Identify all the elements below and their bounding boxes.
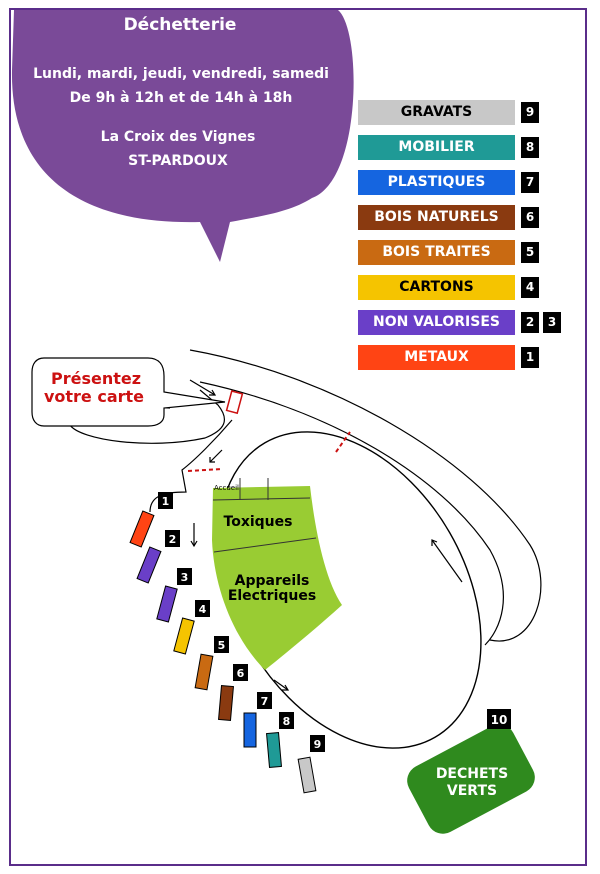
container-8 bbox=[265, 732, 283, 768]
legend-row: CARTONS 4 bbox=[358, 275, 558, 300]
legend-label: CARTONS bbox=[358, 275, 515, 300]
svg-text:9: 9 bbox=[314, 738, 322, 751]
legend-label: PLASTIQUES bbox=[358, 170, 515, 195]
container-number-5: 5 bbox=[214, 636, 229, 653]
card-reader bbox=[225, 390, 244, 415]
road-outer bbox=[189, 349, 542, 642]
electriques-label: Electriques bbox=[228, 588, 316, 604]
container-5 bbox=[194, 653, 214, 691]
header-bubble bbox=[11, 10, 354, 262]
legend-label: METAUX bbox=[358, 345, 515, 370]
road-inner bbox=[199, 381, 504, 646]
container-9 bbox=[297, 756, 317, 794]
accueil-label: Accueil bbox=[214, 484, 239, 492]
header-place: La Croix des Vignes bbox=[101, 129, 256, 145]
svg-text:5: 5 bbox=[218, 639, 226, 652]
legend-label: NON VALORISES bbox=[358, 310, 515, 335]
legend-number: 3 bbox=[543, 312, 561, 333]
container-3 bbox=[156, 585, 178, 623]
card-notice-line1: Présentez bbox=[51, 369, 141, 388]
svg-text:8: 8 bbox=[283, 715, 291, 728]
legend-label: MOBILIER bbox=[358, 135, 515, 160]
dechets-verts-zone bbox=[407, 724, 535, 834]
container-number-7: 7 bbox=[257, 692, 272, 709]
svg-text:6: 6 bbox=[237, 667, 245, 680]
arrow-icon bbox=[209, 449, 223, 463]
svg-text:7: 7 bbox=[261, 695, 269, 708]
arrow-icon bbox=[189, 379, 217, 396]
container-number-6: 6 bbox=[233, 664, 248, 681]
header-hours: De 9h à 12h et de 14h à 18h bbox=[70, 90, 293, 106]
container-2 bbox=[136, 546, 162, 584]
legend-label: BOIS NATURELS bbox=[358, 205, 515, 230]
container-number-1: 1 bbox=[158, 492, 173, 509]
legend-row: BOIS TRAITES 5 bbox=[358, 240, 558, 265]
legend-row: METAUX 1 bbox=[358, 345, 558, 370]
legend-number: 5 bbox=[521, 242, 539, 263]
legend-number: 6 bbox=[521, 207, 539, 228]
green-zone bbox=[212, 486, 342, 670]
arrow-icon bbox=[273, 679, 290, 691]
svg-text:3: 3 bbox=[181, 571, 189, 584]
svg-text:10: 10 bbox=[491, 713, 508, 727]
legend-row: PLASTIQUES 7 bbox=[358, 170, 558, 195]
header-title: Déchetterie bbox=[124, 15, 237, 35]
card-notice-line2: votre carte bbox=[44, 387, 144, 406]
page-frame bbox=[9, 8, 587, 866]
container-number-9: 9 bbox=[310, 735, 325, 752]
toxiques-label: Toxiques bbox=[224, 514, 293, 530]
dechets-label: DECHETS bbox=[436, 766, 508, 782]
container-6 bbox=[217, 685, 235, 721]
header-days: Lundi, mardi, jeudi, vendredi, samedi bbox=[33, 66, 329, 82]
container-number-3: 3 bbox=[177, 568, 192, 585]
legend-row: BOIS NATURELS 6 bbox=[358, 205, 558, 230]
legend-label: GRAVATS bbox=[358, 100, 515, 125]
container-number-8: 8 bbox=[279, 712, 294, 729]
arrow-icon bbox=[431, 539, 463, 583]
verts-label: VERTS bbox=[447, 783, 497, 799]
container-1 bbox=[129, 510, 155, 548]
legend-number: 9 bbox=[521, 102, 539, 123]
legend-number: 7 bbox=[521, 172, 539, 193]
appareils-label: Appareils bbox=[235, 573, 310, 589]
svg-text:1: 1 bbox=[162, 495, 170, 508]
legend-number: 2 bbox=[521, 312, 539, 333]
card-notice-bubble bbox=[31, 357, 226, 427]
road-lane bbox=[149, 419, 233, 513]
container-4 bbox=[173, 617, 195, 655]
container-number-4: 4 bbox=[195, 600, 210, 617]
container-7 bbox=[243, 712, 257, 748]
legend-row: GRAVATS 9 bbox=[358, 100, 558, 125]
header-town: ST-PARDOUX bbox=[128, 153, 228, 169]
arrow-icon bbox=[190, 523, 198, 548]
legend-row: MOBILIER 8 bbox=[358, 135, 558, 160]
legend-number: 4 bbox=[521, 277, 539, 298]
barrier-right bbox=[335, 431, 351, 453]
svg-text:4: 4 bbox=[199, 603, 207, 616]
zone-number-10: 10 bbox=[487, 709, 511, 729]
container-number-2: 2 bbox=[165, 530, 180, 547]
svg-text:2: 2 bbox=[169, 533, 177, 546]
legend-label: BOIS TRAITES bbox=[358, 240, 515, 265]
legend-number: 8 bbox=[521, 137, 539, 158]
barrier-left bbox=[187, 468, 223, 472]
zone-line bbox=[213, 537, 317, 553]
legend-number: 1 bbox=[521, 347, 539, 368]
zone-line bbox=[212, 497, 311, 501]
